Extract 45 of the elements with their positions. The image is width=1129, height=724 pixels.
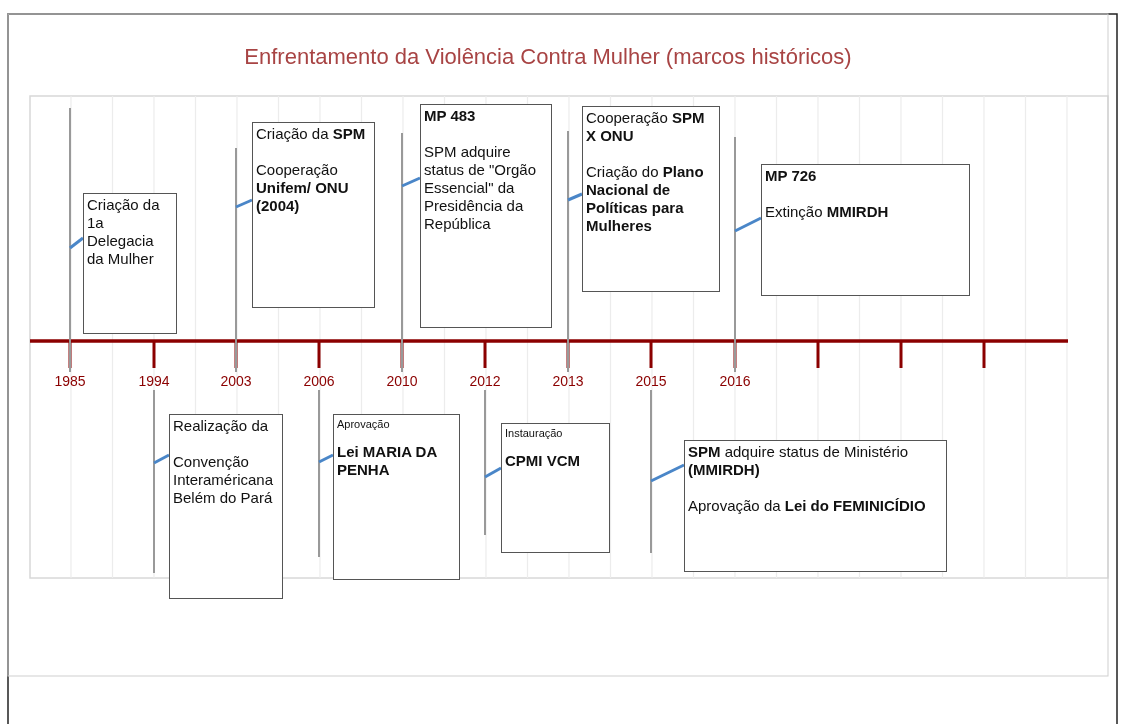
year-label: 2003: [214, 372, 258, 390]
year-label: 1985: [48, 372, 92, 390]
event-text: Lei MARIA DA PENHA: [337, 443, 438, 479]
leader-line: [153, 389, 170, 574]
event-text: SPM adquire status de Ministério (MMIRDH): [688, 443, 910, 479]
event-text: MP 726: [765, 167, 818, 185]
event-box: [252, 122, 375, 308]
event-text: Cooperação Unifem/ ONU (2004): [256, 161, 350, 215]
event-box: [333, 414, 460, 580]
event-text: Aprovação da Lei do FEMINICÍDIO: [688, 497, 927, 515]
leader-line: [484, 389, 502, 536]
event-box: [501, 423, 610, 553]
event-text: CPMI VCM: [505, 452, 581, 470]
leader-line: [318, 389, 334, 558]
leader-line: [69, 107, 84, 373]
leader-line: [401, 132, 421, 373]
year-label: 2006: [297, 372, 341, 390]
year-label: 2012: [463, 372, 507, 390]
event-text: Realização da: [173, 417, 270, 435]
event-text: Extinção MMIRDH: [765, 203, 890, 221]
event-box: [420, 104, 552, 328]
event-text: Convenção Interaméricana Belém do Pará: [173, 453, 275, 507]
leader-line: [734, 136, 762, 373]
year-label: 2013: [546, 372, 590, 390]
year-label: 1994: [132, 372, 176, 390]
event-box: [83, 193, 177, 334]
event-box: [684, 440, 947, 572]
year-label: 2010: [380, 372, 424, 390]
event-text: Criação do Plano Nacional de Políticas para Mulheres: [586, 163, 705, 235]
event-text: Instauração: [505, 426, 564, 440]
year-label: 2015: [629, 372, 673, 390]
leader-line: [235, 147, 253, 373]
chart-title: Enfrentamento da Violência Contra Mulher (marcos históricos): [243, 44, 853, 70]
event-text: Aprovação: [337, 417, 391, 431]
event-text: MP 483: [424, 107, 477, 125]
event-box: [169, 414, 283, 599]
event-text: Cooperação SPM X ONU: [586, 109, 706, 145]
event-text: Criação da SPM: [256, 125, 367, 143]
event-text: SPM adquire status de "Orgão Essencial" da Presidência da República: [424, 143, 538, 233]
leader-line: [650, 389, 685, 554]
event-box: [582, 106, 720, 292]
event-text: Criação da 1a Delegacia da Mulher: [87, 196, 161, 268]
event-box: [761, 164, 970, 296]
year-label: 2016: [713, 372, 757, 390]
leader-line: [567, 130, 583, 373]
